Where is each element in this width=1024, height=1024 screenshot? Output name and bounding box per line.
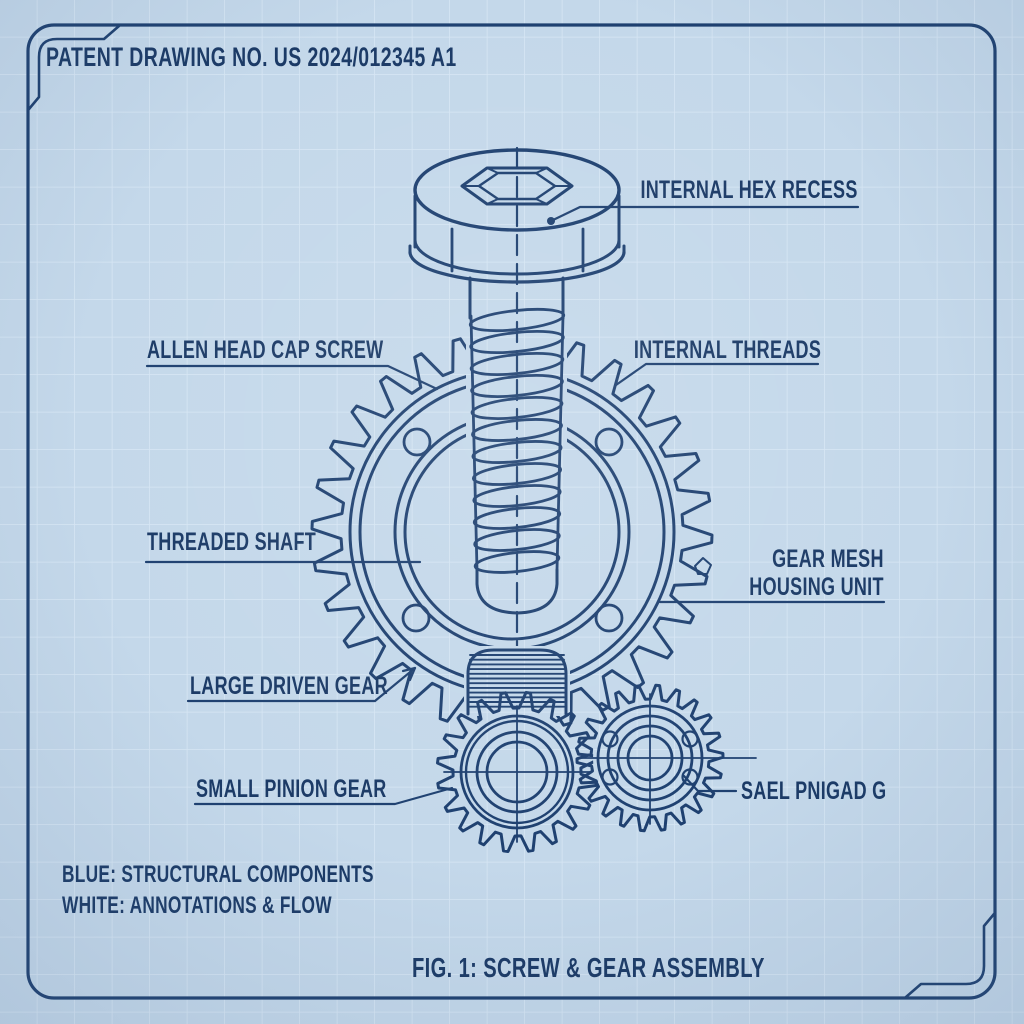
- label-small-pinion-gear: SMALL PINION GEAR: [196, 775, 387, 803]
- label-gear-mesh-line2: HOUSING UNIT: [749, 573, 884, 601]
- label-large-driven-gear: LARGE DRIVEN GEAR: [190, 672, 388, 700]
- label-internal-hex-recess: INTERNAL HEX RECESS: [640, 176, 858, 204]
- label-gear-mesh-housing-unit: GEAR MESH HOUSING UNIT: [750, 545, 884, 601]
- label-threaded-shaft: THREADED SHAFT: [147, 528, 317, 556]
- legend-blue-structural: BLUE: STRUCTURAL COMPONENTS: [62, 861, 374, 888]
- figure-caption: FIG. 1: SCREW & GEAR ASSEMBLY: [412, 952, 765, 983]
- label-internal-threads: INTERNAL THREADS: [633, 336, 821, 364]
- label-gear-mesh-line1: GEAR MESH: [772, 545, 884, 573]
- label-garbled-artifact: SAEL PNIGAD G: [741, 777, 887, 805]
- label-allen-head-cap-screw: ALLEN HEAD CAP SCREW: [147, 336, 384, 364]
- patent-number-title: PATENT DRAWING NO. US 2024/012345 A1: [46, 42, 457, 72]
- legend-white-annotations: WHITE: ANNOTATIONS & FLOW: [62, 892, 332, 919]
